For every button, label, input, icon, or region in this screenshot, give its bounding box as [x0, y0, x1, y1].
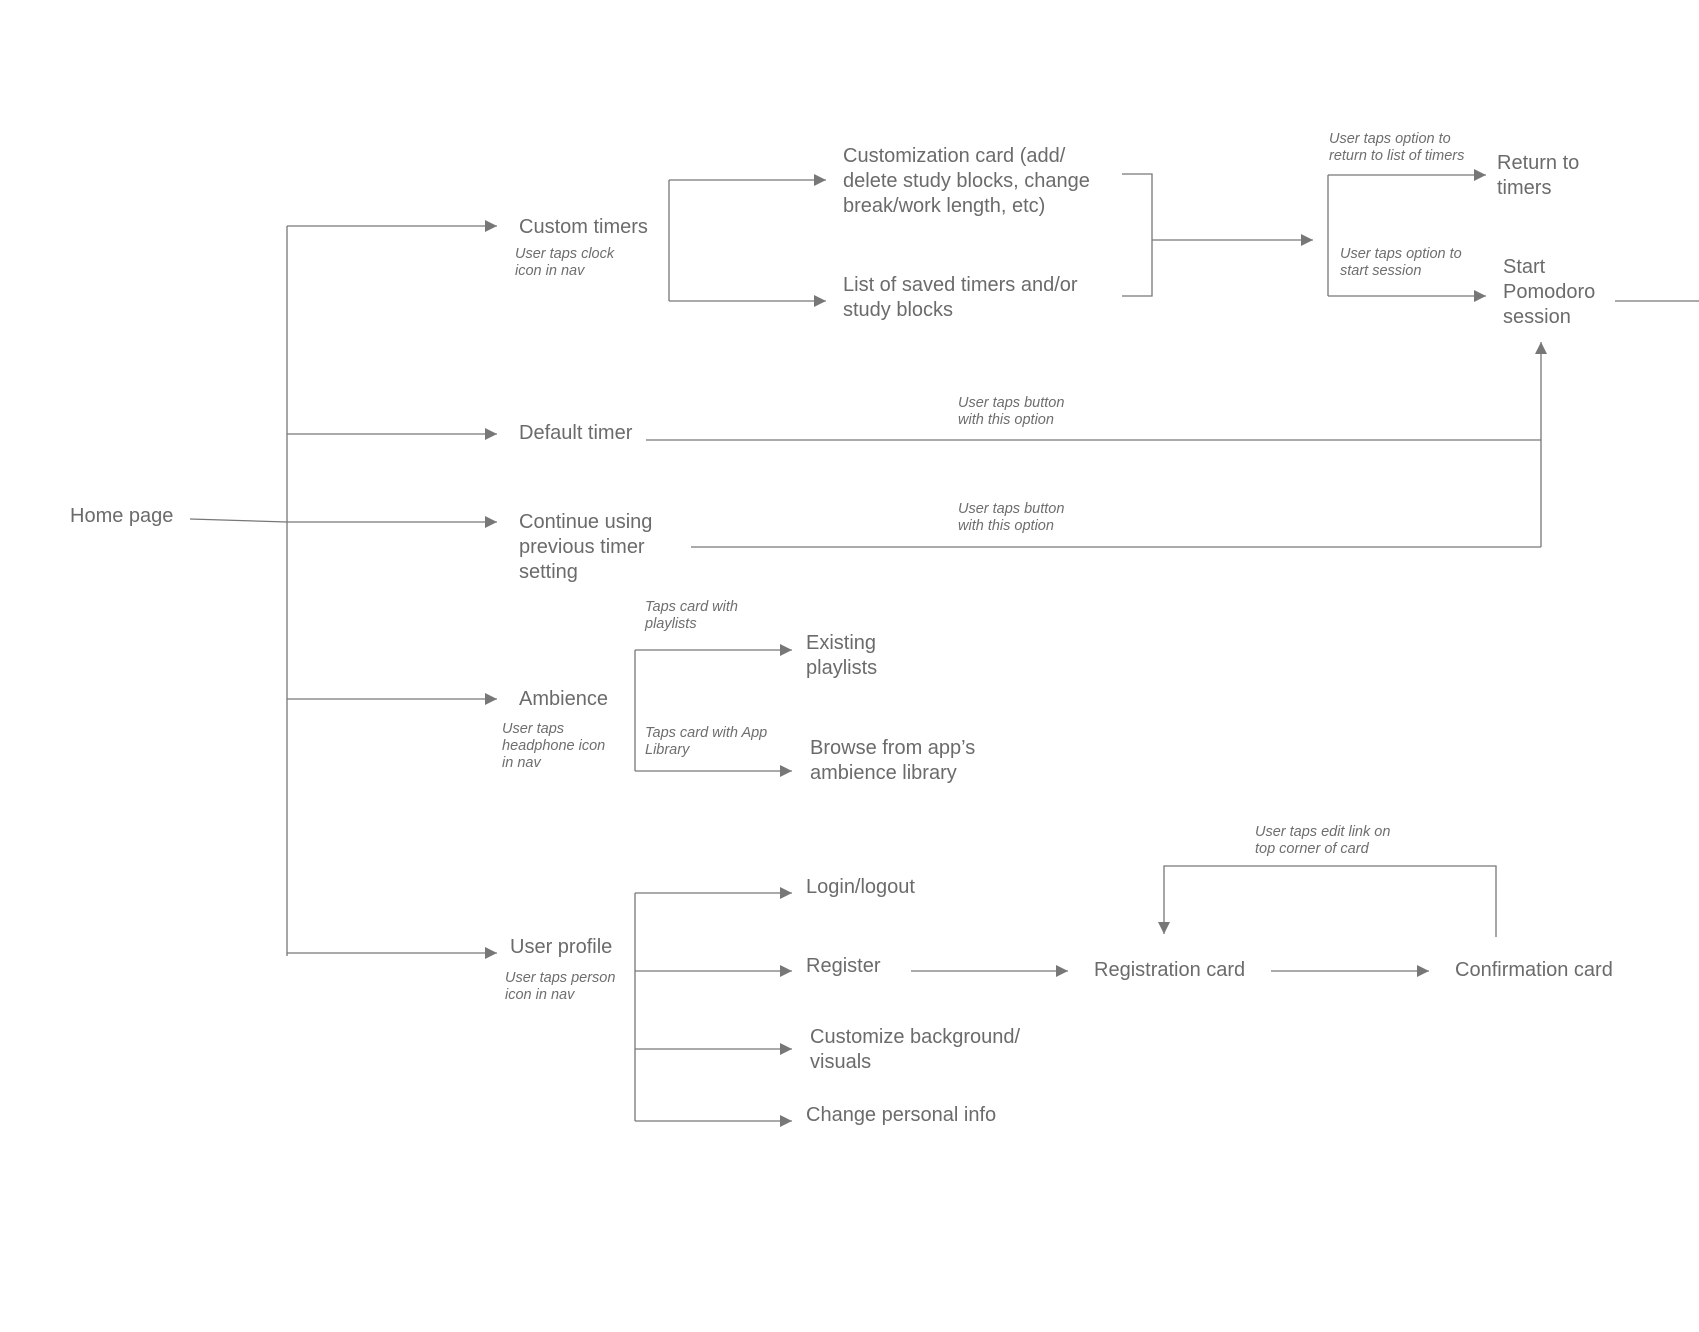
node-browse-library: Browse from app’s ambience library [810, 737, 976, 784]
note-start-option: User taps option to start session [1340, 246, 1462, 279]
node-customization-card: Customization card (add/ delete study bl… [843, 145, 1090, 217]
note-playlists-card: Taps card with playlists [645, 599, 738, 632]
node-change-personal-info: Change personal info [806, 1104, 997, 1126]
node-home-page: Home page [70, 505, 174, 527]
note-default-button: User taps button with this option [958, 395, 1065, 428]
note-app-library-card: Taps card with App Library [645, 725, 768, 758]
home-connector [189, 518, 288, 523]
node-start-session: Start Pomodoro session [1503, 256, 1596, 328]
note-person-icon: User taps person icon in nav [505, 970, 616, 1003]
note-clock-icon: User taps clock icon in nav [515, 246, 615, 279]
node-default-timer: Default timer [519, 422, 633, 444]
node-return-to-timers: Return to timers [1497, 152, 1580, 199]
note-return-option: User taps option to return to list of ti… [1329, 131, 1465, 164]
note-headphone-icon: User taps headphone icon in nav [502, 721, 606, 771]
node-login-logout: Login/logout [806, 876, 915, 898]
note-continue-button: User taps button with this option [958, 501, 1065, 534]
merge-bracket [1122, 173, 1153, 297]
node-custom-timers: Custom timers [519, 216, 648, 238]
node-saved-timers: List of saved timers and/or study blocks [843, 274, 1078, 321]
node-registration-card: Registration card [1094, 959, 1246, 981]
arrow-edit-loop [1158, 865, 1497, 937]
node-user-profile: User profile [510, 936, 613, 958]
node-confirmation-card: Confirmation card [1455, 959, 1613, 981]
node-ambience: Ambience [519, 688, 608, 710]
node-customize-background: Customize background/ visuals [810, 1026, 1021, 1073]
node-existing-playlists: Existing playlists [806, 632, 878, 679]
node-continue-previous: Continue using previous timer setting [519, 511, 653, 583]
note-edit-link: User taps edit link on top corner of car… [1255, 824, 1391, 857]
node-register: Register [806, 955, 881, 977]
